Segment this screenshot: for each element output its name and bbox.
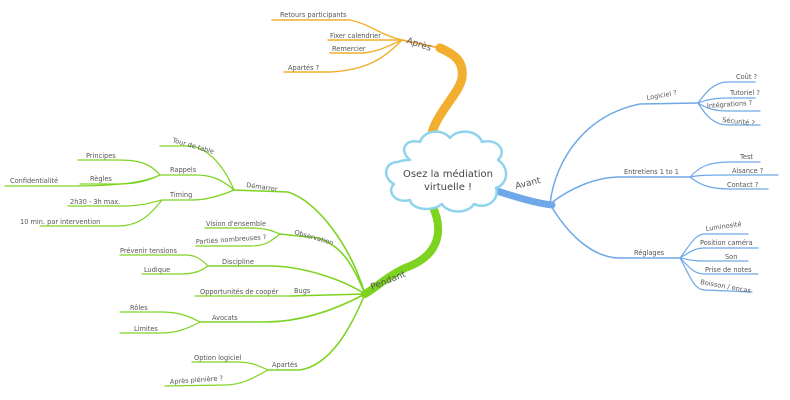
- connector-entretiens: [549, 176, 691, 205]
- connector-position: [679, 247, 759, 259]
- connector-observation: [279, 233, 366, 295]
- node-timing[interactable]: Timing: [169, 191, 192, 199]
- connector-ludique: [141, 265, 209, 275]
- node-confidentialite[interactable]: Confidentialité: [10, 177, 58, 185]
- node-prevenir-tensions[interactable]: Prévenir tensions: [120, 247, 178, 255]
- node-rappels[interactable]: Rappels: [170, 166, 197, 174]
- connector-reglages: [549, 203, 681, 259]
- node-son[interactable]: Son: [725, 253, 737, 261]
- connector-prise: [679, 257, 759, 275]
- connector-apres-pleniere: [164, 369, 269, 387]
- branch-label-apres[interactable]: Après: [405, 35, 433, 53]
- node-position-camera[interactable]: Position caméra: [700, 239, 753, 247]
- connector-test: [689, 161, 761, 178]
- node-test[interactable]: Test: [739, 153, 753, 161]
- node-limites[interactable]: Limites: [134, 325, 158, 333]
- center-topic[interactable]: Osez la médiation virtuelle !: [385, 130, 508, 213]
- node-logiciel[interactable]: Logiciel ?: [646, 89, 678, 102]
- connector-limites: [119, 321, 201, 334]
- connector-aisance: [689, 174, 779, 178]
- node-opportunites[interactable]: Opportunités de coopér: [200, 288, 279, 296]
- connector-parties: [195, 233, 281, 247]
- connector-confidentialite: [4, 174, 161, 187]
- branch-label-avant[interactable]: Avant: [514, 176, 542, 192]
- node-remercier[interactable]: Remercier: [332, 45, 366, 53]
- node-entretiens[interactable]: Entretiens 1 to 1: [624, 168, 679, 176]
- node-boisson[interactable]: Boisson / encas: [700, 278, 752, 295]
- connector-demarrer: [233, 189, 366, 295]
- connector-retours: [271, 19, 403, 41]
- node-reglages[interactable]: Réglages: [634, 249, 665, 257]
- connector-apres-line: [401, 39, 441, 49]
- node-contact[interactable]: Contact ?: [727, 181, 759, 189]
- connector-securite: [697, 102, 761, 126]
- node-apartes-pendant[interactable]: Apartés: [272, 361, 298, 369]
- node-retours-participants[interactable]: Retours participants: [280, 11, 347, 19]
- connector-rappels: [159, 174, 235, 191]
- connector-discipline: [207, 265, 366, 295]
- connector-vision: [204, 227, 281, 235]
- connector-2h30: [67, 199, 163, 207]
- node-apartes-apres[interactable]: Apartés ?: [288, 64, 320, 72]
- connector-cout: [697, 81, 756, 104]
- connector-integrations: [697, 102, 761, 112]
- node-option-logiciel[interactable]: Option logiciel: [194, 354, 241, 362]
- connector-roles: [119, 311, 201, 323]
- connector-apres-main: [425, 43, 467, 155]
- node-cout[interactable]: Coût ?: [736, 73, 757, 81]
- node-ludique[interactable]: Ludique: [144, 266, 170, 274]
- connector-boisson: [679, 257, 753, 293]
- node-regles[interactable]: Règles: [90, 175, 112, 183]
- node-integrations[interactable]: Intégrations ?: [707, 99, 753, 110]
- center-title-line2: virtuelle !: [424, 182, 472, 193]
- connector-bugs: [289, 293, 366, 297]
- connector-principes: [77, 159, 161, 176]
- node-discipline[interactable]: Discipline: [222, 258, 254, 266]
- connector-pendant-main: [361, 201, 443, 298]
- node-observation[interactable]: Observation: [293, 228, 334, 247]
- node-aisance[interactable]: Aisance ?: [732, 167, 764, 175]
- connector-contact: [689, 176, 769, 190]
- node-luminosite[interactable]: Luminosité: [705, 220, 742, 233]
- node-roles[interactable]: Rôles: [130, 304, 148, 312]
- center-cloud-shape: [385, 130, 508, 213]
- connector-option: [191, 361, 269, 371]
- connector-logiciel: [549, 102, 699, 205]
- connector-timing: [161, 189, 235, 201]
- branch-pendant: [4, 145, 443, 387]
- connector-tutoriel: [697, 97, 756, 104]
- node-fixer-calendrier[interactable]: Fixer calendrier: [330, 32, 381, 40]
- node-bugs[interactable]: Bugs: [294, 287, 311, 295]
- node-securite[interactable]: Sécurité ?: [722, 116, 756, 127]
- connector-prevenir: [119, 254, 209, 267]
- connector-apartes-apres: [283, 39, 403, 73]
- connector-son: [679, 257, 749, 262]
- node-avocats[interactable]: Avocats: [212, 314, 238, 322]
- connector-10min: [39, 199, 163, 227]
- connector-tour: [159, 145, 235, 191]
- node-apres-pleniere[interactable]: Après plénière ?: [170, 374, 224, 386]
- node-vision-ensemble[interactable]: Vision d'ensemble: [206, 220, 266, 228]
- node-2h30[interactable]: 2h30 - 3h max.: [70, 198, 120, 206]
- connector-apartes-pendant: [267, 293, 366, 371]
- node-parties-nombreuses[interactable]: Parties nombreuses ?: [196, 233, 267, 246]
- center-title-line1: Osez la médiation: [403, 168, 493, 180]
- node-tutoriel[interactable]: Tutoriel ?: [729, 89, 760, 97]
- connector-avocats: [199, 293, 366, 323]
- node-principes[interactable]: Principes: [86, 152, 116, 160]
- connector-luminosite: [679, 233, 749, 259]
- node-prise-notes[interactable]: Prise de notes: [705, 266, 752, 274]
- branch-apres: [271, 19, 467, 155]
- connector-remercier: [329, 39, 403, 54]
- node-10min[interactable]: 10 min. par intervention: [20, 218, 100, 226]
